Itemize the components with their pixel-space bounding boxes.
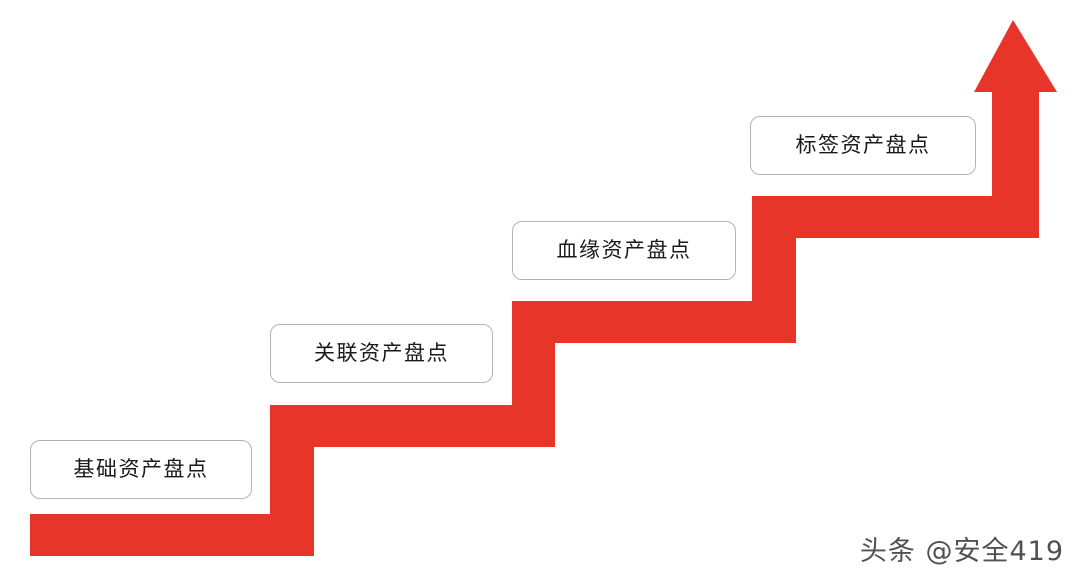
step-label-lineage-asset-inventory[interactable]: 血缘资产盘点 — [512, 221, 736, 280]
step-label-related-asset-inventory[interactable]: 关联资产盘点 — [270, 324, 493, 383]
step-label-tag-asset-inventory[interactable]: 标签资产盘点 — [750, 116, 976, 175]
step-label-basic-asset-inventory[interactable]: 基础资产盘点 — [30, 440, 252, 499]
step-label-text: 基础资产盘点 — [73, 457, 209, 481]
step-label-text: 血缘资产盘点 — [556, 238, 692, 262]
step-label-text: 标签资产盘点 — [795, 133, 931, 157]
step-label-text: 关联资产盘点 — [314, 341, 449, 365]
arrow-up-icon — [30, 20, 1057, 556]
watermark: 头条 @安全419 — [859, 536, 1064, 567]
